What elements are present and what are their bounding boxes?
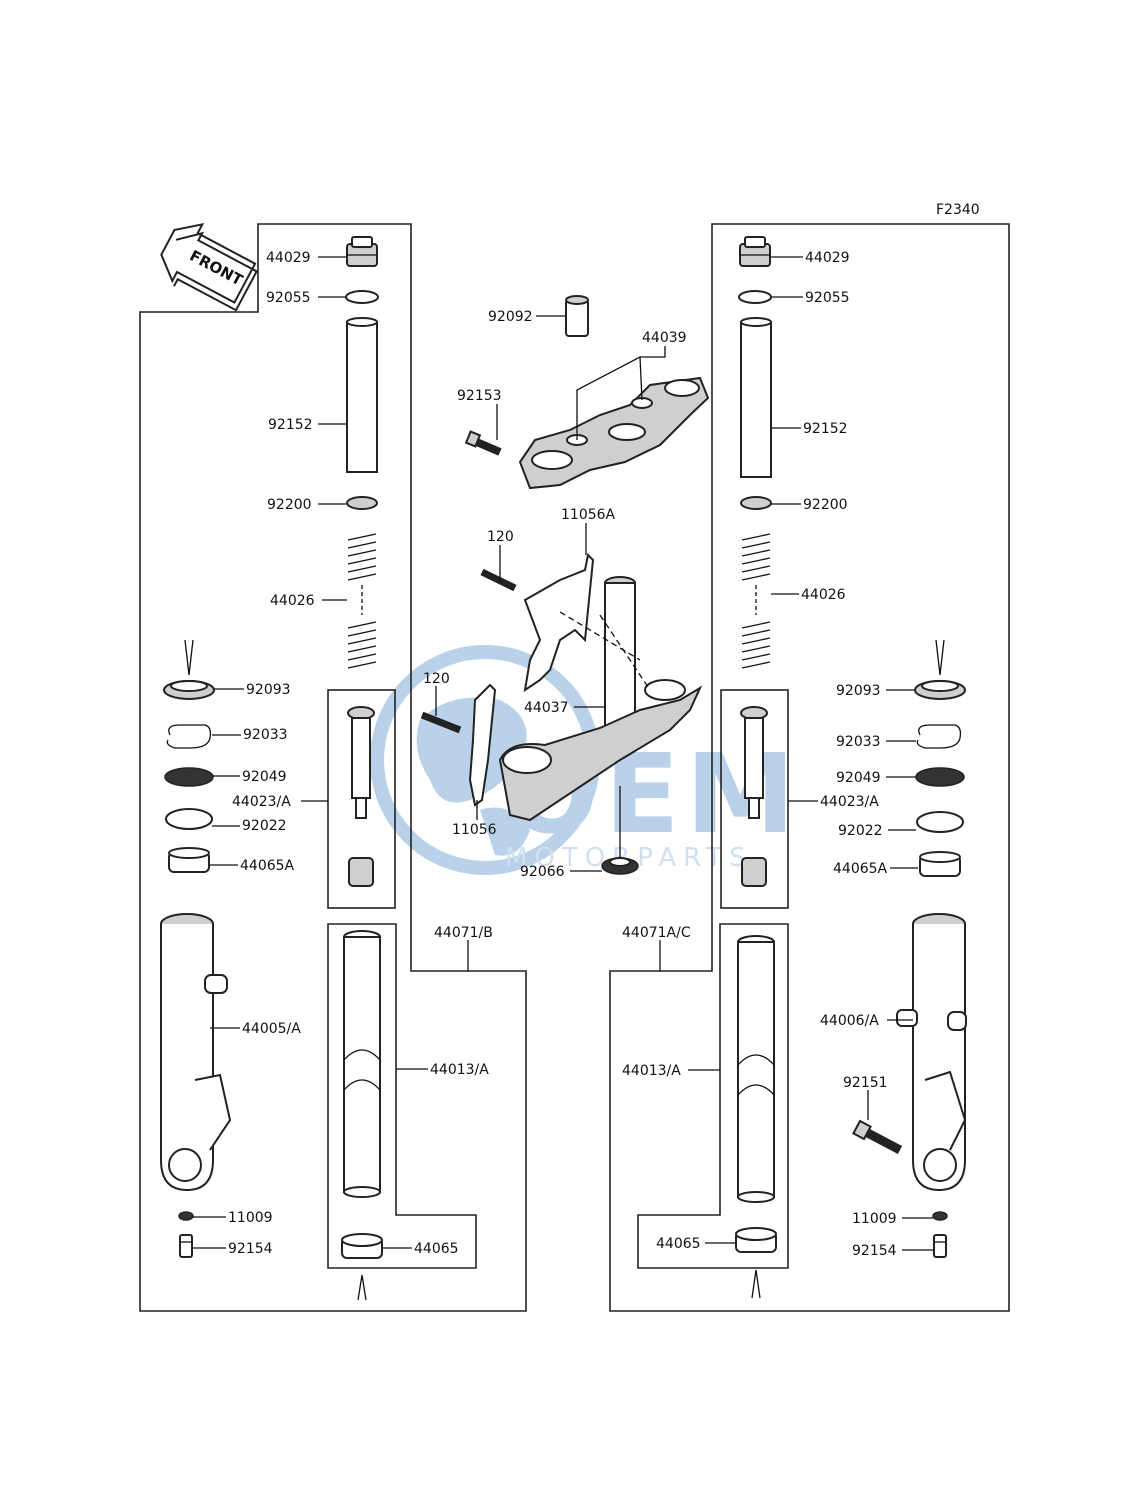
- label-right-92154: 92154: [852, 1243, 897, 1259]
- label-left-44029: 44029: [266, 250, 311, 266]
- label-right-92152: 92152: [803, 421, 848, 437]
- label-left-92093: 92093: [246, 682, 291, 698]
- left-inner-tube: [343, 930, 381, 1198]
- label-right-92049: 92049: [836, 770, 881, 786]
- label-left-44005: 44005/A: [242, 1021, 301, 1037]
- right-fork-cap: [739, 236, 771, 267]
- label-left-44013: 44013/A: [430, 1062, 489, 1078]
- left-fork-frame: [139, 223, 527, 1312]
- left-fork-cap: [346, 236, 378, 267]
- steering-bearing: [601, 857, 639, 875]
- label-right-44065: 44065: [656, 1236, 701, 1252]
- right-guide-bush: [919, 851, 961, 877]
- label-right-92022: 92022: [838, 823, 883, 839]
- left-spacer-tube: [346, 317, 378, 473]
- right-slide-bush: [735, 1227, 777, 1299]
- label-44039: 44039: [642, 330, 687, 346]
- right-damper-box: [720, 689, 789, 909]
- left-damper-box: [327, 689, 396, 909]
- label-left-44026: 44026: [270, 593, 315, 609]
- label-right-92151: 92151: [843, 1075, 888, 1091]
- left-washer: [346, 496, 378, 510]
- label-right-92093: 92093: [836, 683, 881, 699]
- label-left-44071B: 44071/B: [434, 925, 493, 941]
- label-right-44006: 44006/A: [820, 1013, 879, 1029]
- label-left-92152: 92152: [268, 417, 313, 433]
- left-socket-bolt: [179, 1234, 193, 1258]
- bolt-120-a: [480, 568, 517, 592]
- label-left-92022: 92022: [242, 818, 287, 834]
- label-11056A: 11056A: [561, 507, 616, 523]
- label-left-92154: 92154: [228, 1241, 273, 1257]
- label-left-44023: 44023/A: [232, 794, 291, 810]
- left-tube-box: [327, 923, 477, 1269]
- right-dust-seal: [914, 639, 966, 700]
- label-right-44023: 44023/A: [820, 794, 879, 810]
- right-seal-washer: [916, 811, 964, 833]
- label-left-44065A: 44065A: [240, 858, 295, 874]
- left-outer-tube: [160, 913, 232, 1192]
- right-oil-seal: [915, 767, 965, 787]
- label-left-92055: 92055: [266, 290, 311, 306]
- left-fork-spring: [347, 533, 377, 669]
- right-spacer-tube: [740, 317, 772, 478]
- label-left-92200: 92200: [267, 497, 312, 513]
- label-right-44026: 44026: [801, 587, 846, 603]
- label-11056: 11056: [452, 822, 497, 838]
- label-right-11009: 11009: [852, 1211, 897, 1227]
- label-right-44013: 44013/A: [622, 1063, 681, 1079]
- left-dust-seal: [163, 639, 215, 700]
- bracket-plate-a: [523, 552, 595, 693]
- label-44037: 44037: [524, 700, 569, 716]
- left-slide-bush: [341, 1233, 383, 1301]
- right-tube-box: [637, 923, 789, 1269]
- label-right-44029: 44029: [805, 250, 850, 266]
- bolt-120-b: [420, 711, 462, 734]
- upper-bracket-bolt: [464, 430, 502, 456]
- label-120-lower: 120: [423, 671, 450, 687]
- label-left-11009: 11009: [228, 1210, 273, 1226]
- left-o-ring: [345, 290, 379, 304]
- label-120-upper: 120: [487, 529, 514, 545]
- right-damper-rod: [740, 706, 768, 887]
- label-left-92049: 92049: [242, 769, 287, 785]
- label-right-92033: 92033: [836, 734, 881, 750]
- label-right-44071AC: 44071A/C: [622, 925, 691, 941]
- left-oil-seal: [164, 767, 214, 787]
- steering-stem: [498, 576, 703, 822]
- upper-bracket: [518, 376, 710, 490]
- label-right-44065A: 44065A: [833, 861, 888, 877]
- left-seal-washer: [165, 808, 213, 830]
- label-92153: 92153: [457, 388, 502, 404]
- right-socket-bolt: [933, 1234, 947, 1258]
- right-outer-tube: [896, 913, 967, 1192]
- label-92092: 92092: [488, 309, 533, 325]
- label-92066: 92066: [520, 864, 565, 880]
- steering-stem-collar: [565, 295, 589, 337]
- figure-code: F2340: [936, 202, 980, 218]
- label-left-44065: 44065: [414, 1241, 459, 1257]
- right-inner-tube: [737, 935, 775, 1203]
- left-gasket: [178, 1211, 194, 1221]
- right-o-ring: [738, 290, 772, 304]
- label-right-92200: 92200: [803, 497, 848, 513]
- right-gasket: [932, 1211, 948, 1221]
- label-right-92055: 92055: [805, 290, 850, 306]
- right-fork-frame: [609, 223, 1010, 1312]
- right-fork-spring: [741, 533, 771, 669]
- bracket-plate-b: [468, 683, 497, 807]
- left-damper-rod: [347, 706, 375, 887]
- left-circlip: [166, 724, 212, 749]
- right-circlip: [916, 724, 962, 749]
- right-washer: [740, 496, 772, 510]
- front-arrow-icon: FRONT: [160, 222, 259, 312]
- left-guide-bush: [168, 847, 210, 873]
- label-left-92033: 92033: [243, 727, 288, 743]
- right-axle-bolt: [852, 1119, 903, 1154]
